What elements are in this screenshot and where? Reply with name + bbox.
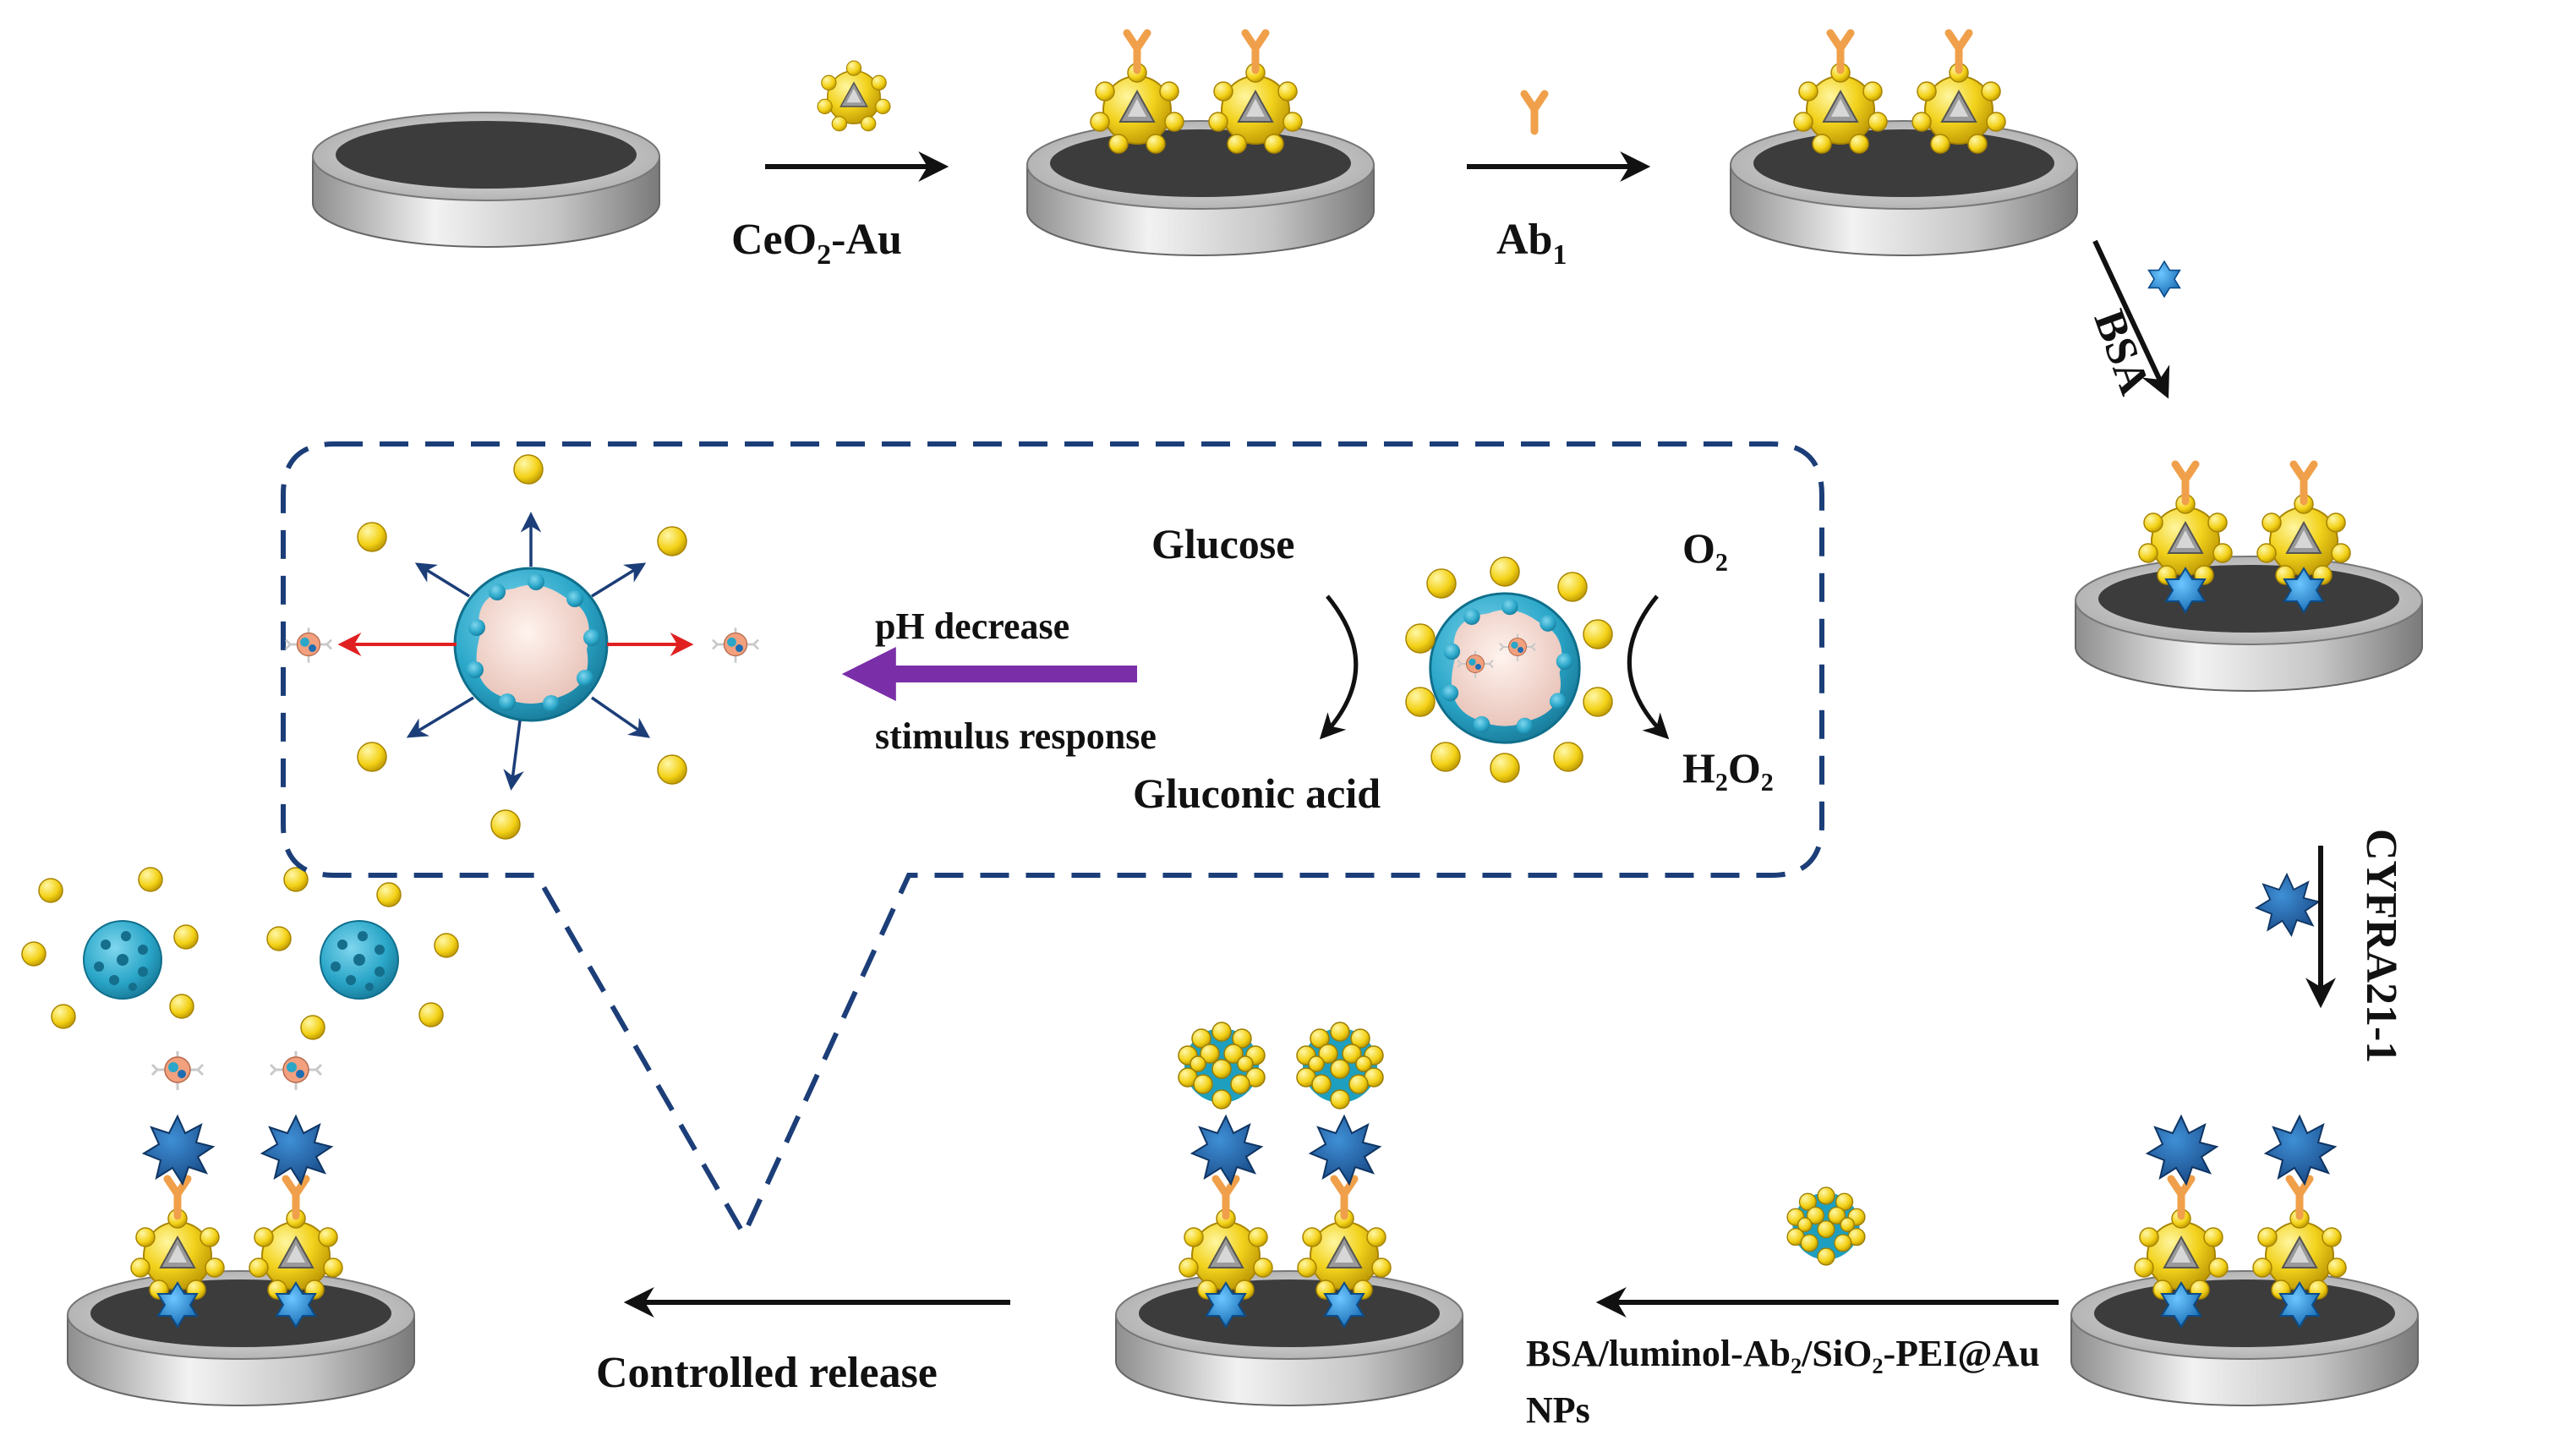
electrode-released [67, 1049, 415, 1406]
label-stimulus-response: stimulus response [875, 715, 1157, 757]
electrode-sandwich [1115, 1022, 1463, 1406]
label-ab1: Ab1 [1496, 216, 1567, 271]
label-probe-line2: NPs [1526, 1389, 1590, 1431]
reagent-ceo2-au-icon [817, 60, 891, 132]
carrier-particle [1405, 556, 1613, 783]
label-probe-line1: BSA/luminol-Ab₂/SiO₂-PEI@Au [1526, 1333, 2040, 1374]
o2-curve-arrow [1627, 594, 1670, 740]
label-controlled-release: Controlled release [596, 1349, 938, 1397]
label-o2: O₂ [1682, 524, 1728, 572]
reagent-cyfra-icon [2256, 874, 2320, 936]
reagent-bsa-icon [2147, 260, 2181, 298]
label-ceo2-au: CeO2-Au [731, 216, 902, 271]
step-arrow-3 [2092, 239, 2170, 399]
label-h2o2: H₂O₂ [1682, 744, 1774, 792]
releasing-shell [284, 454, 760, 840]
electrode-cyfra [2070, 1115, 2419, 1406]
label-ph-decrease: pH decrease [875, 605, 1069, 647]
glucose-curve-arrow [1319, 594, 1359, 740]
label-cyfra: CYFRA21-1 [2357, 829, 2405, 1063]
electrode-bare [312, 112, 660, 248]
label-bsa: BSA [2084, 304, 2158, 401]
callout-box [281, 441, 1824, 1241]
electrode-ab1 [1730, 33, 2078, 256]
reagent-ab1-icon [1524, 94, 1545, 131]
reagent-probe-icon [1786, 1186, 1866, 1266]
electrode-ceo2-au [1026, 33, 1375, 256]
label-gluconic-acid: Gluconic acid [1133, 770, 1381, 817]
label-glucose: Glucose [1151, 520, 1294, 567]
released-particles [21, 867, 459, 1040]
electrode-bsa [2075, 464, 2423, 692]
